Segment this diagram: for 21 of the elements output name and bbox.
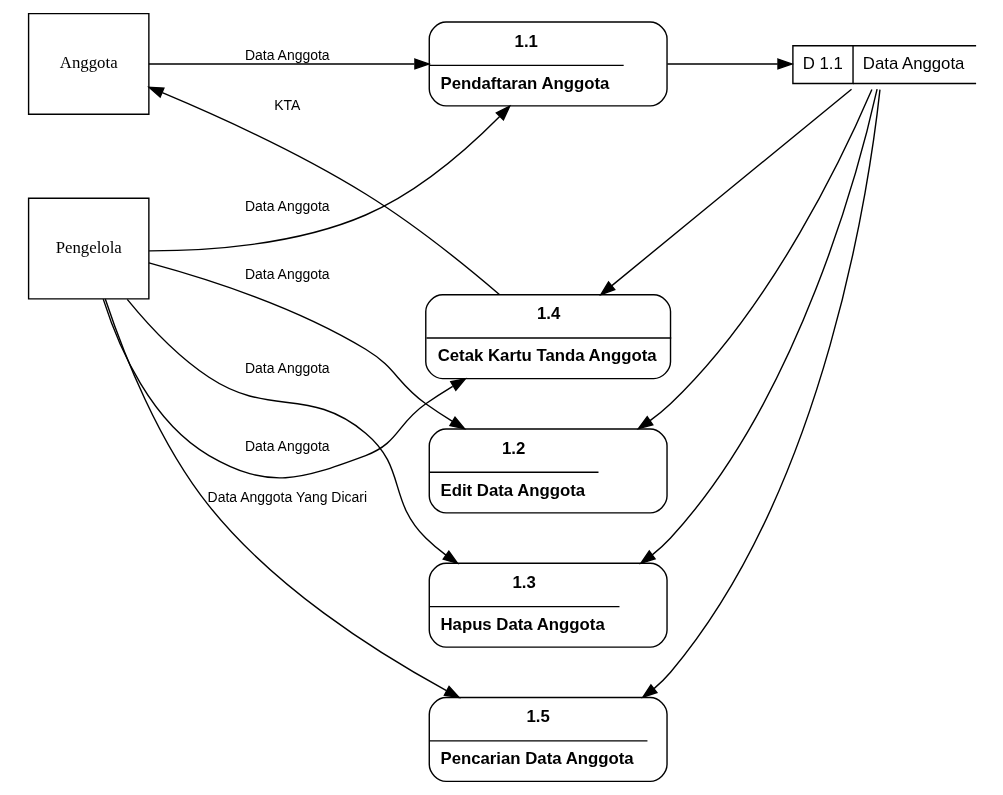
edge-label: Data Anggota <box>244 266 330 283</box>
arrow <box>147 58 431 70</box>
edge-label: Data Anggota <box>244 197 330 214</box>
arrow <box>598 88 852 296</box>
arrow <box>126 298 459 565</box>
edge-label: Data Anggota Yang Dicari <box>207 488 367 505</box>
arrow <box>146 86 500 296</box>
arrow <box>102 298 467 479</box>
edge-label: KTA <box>273 97 300 114</box>
arrow <box>104 298 461 699</box>
edge-label: Data Anggota <box>244 360 330 377</box>
node-box: Pengelola <box>27 197 150 300</box>
edge-label: Data Anggota <box>244 438 330 455</box>
arrow <box>147 262 466 430</box>
arrow <box>636 88 873 430</box>
arrow <box>638 88 878 565</box>
arrow <box>640 89 881 699</box>
edge-label: Data Anggota <box>244 46 330 63</box>
arrow <box>147 104 511 252</box>
node-box: Anggota <box>27 12 150 115</box>
arrow <box>666 58 794 70</box>
